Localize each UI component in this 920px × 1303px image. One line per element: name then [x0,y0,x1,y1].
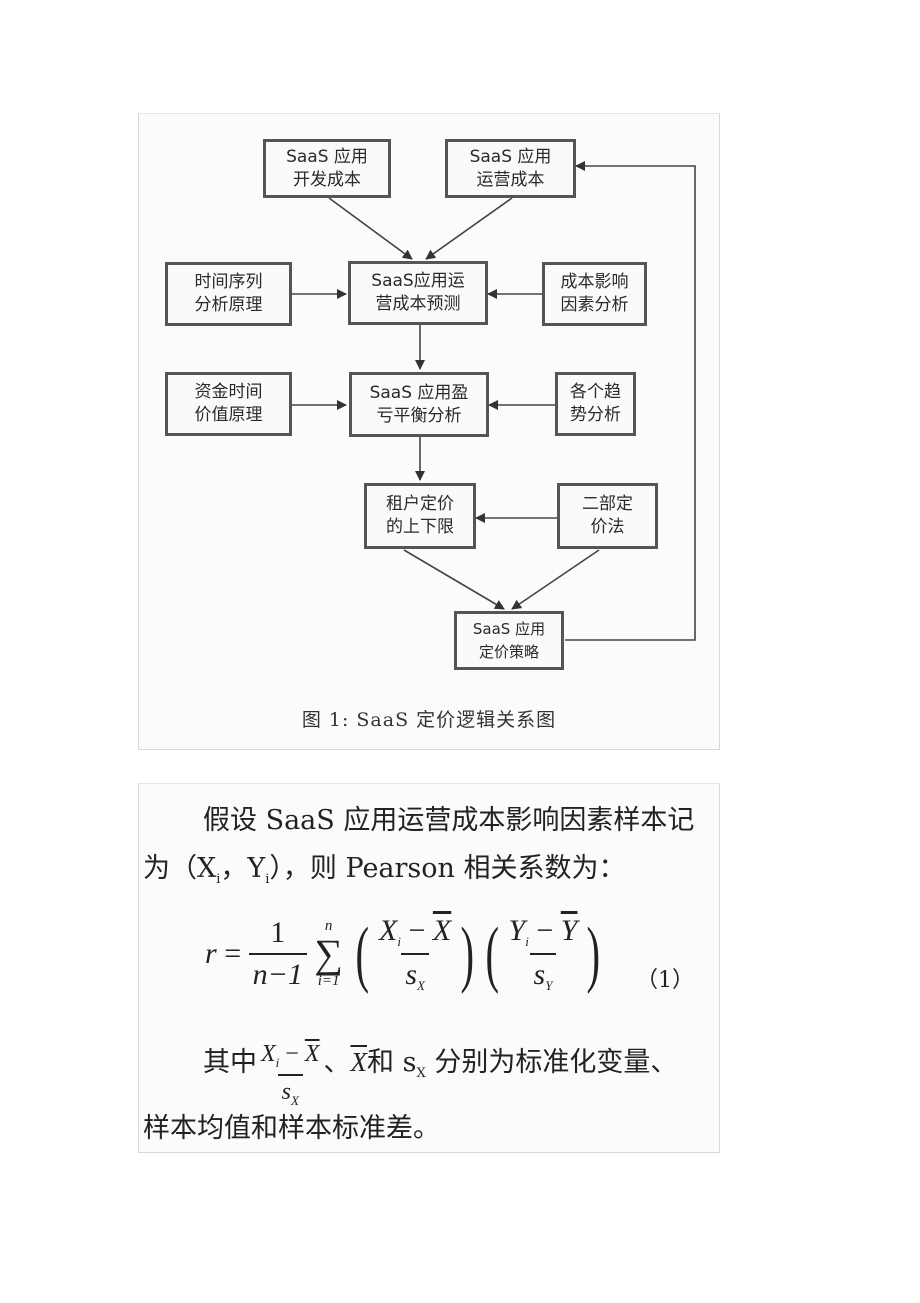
minus: − [400,914,433,947]
formula-equals: = [224,937,242,970]
x-denominator: sX [401,953,429,994]
subscript: i [397,934,401,949]
formula-coefficient: 1 n−1 [248,916,307,992]
s-var: s [281,1079,291,1105]
figure-caption: 图 1: SaaS 定价逻辑关系图 [301,709,557,731]
inline-standardized-fraction: Xi − X sX [257,1041,324,1109]
box-trends: 各个趋 势分析 [555,372,636,436]
subscript: i [275,1055,280,1070]
s-var: s [405,958,417,991]
paragraph-2-line-2: 样本均值和样本标准差。 [143,1113,440,1144]
formula-lhs: r [205,937,217,970]
subscript: X [290,1093,299,1108]
subscript: Y [545,978,553,993]
subscript: i [525,934,529,949]
arrow-dev-to-forecast [328,197,413,260]
arrow-strategy-feedback [565,161,696,641]
arrow-ops-to-forecast [425,197,513,260]
y-var: Y [508,914,526,947]
text-fragment: ），则 Pearson 相关系数为： [269,853,626,884]
sum-sign: ∑ [314,931,343,976]
y-bar: Y [560,914,578,947]
box-ops-forecast: SaaS应用运 营成本预测 [348,261,488,325]
inline-denominator: sX [277,1074,303,1109]
text-fragment: ，Y [220,853,266,884]
box-cost-factors: 成本影响 因素分析 [542,262,647,326]
minus: − [528,914,561,947]
minus: − [279,1041,305,1067]
paren-open: ( [485,913,499,995]
x-standardized: Xi − X sX [375,914,455,994]
paren-close: ) [587,913,601,995]
text-fragment: 为（X [143,853,217,884]
box-two-part: 二部定 价法 [557,483,658,549]
text-panel: 假设 SaaS 应用运营成本影响因素样本记 为（Xi，Yi），则 Pearson… [138,783,720,1153]
x-var: X [379,914,398,947]
x-numerator: Xi − X [375,914,455,953]
subscript: i [265,872,270,887]
s-var: s [533,958,546,991]
box-dev-cost: SaaS 应用 开发成本 [263,139,391,198]
subscript: i [216,872,221,887]
x-bar: X [350,1047,368,1077]
paren-close: ) [460,913,475,995]
arrow-twopart-to-strategy [511,549,600,610]
sum-lower: i=1 [317,973,340,989]
summation: n ∑ i=1 [314,919,343,989]
inline-numerator: Xi − X [257,1041,324,1074]
text-fragment: 和 s [367,1047,417,1078]
box-time-series: 时间序列 分析原理 [165,262,292,326]
text-fragment: 分别为标准化变量、 [425,1047,678,1078]
box-ops-cost: SaaS 应用 运营成本 [445,139,576,198]
box-tenant-price: 租户定价 的上下限 [364,483,476,549]
subscript: X [416,1066,426,1081]
coefficient-numerator: 1 [270,916,286,949]
pearson-formula: r = 1 n−1 n ∑ i=1 ( Xi − X sX )( Yi − Y … [205,914,606,994]
text-fragment: 、 [323,1047,351,1078]
paragraph-2-line-1: 其中 Xi − X sX 、X和 sX 分别为标准化变量、 [203,1040,677,1109]
x-bar: X [304,1041,320,1067]
coefficient-denominator: n−1 [248,953,307,992]
subscript: X [417,978,425,993]
y-numerator: Yi − Y [505,914,582,953]
arrow-tenant-to-strategy [403,549,505,610]
text-fragment: 其中 [203,1047,257,1078]
flowchart-arrows [292,161,696,641]
figure-panel: SaaS 应用 开发成本 SaaS 应用 运营成本 时间序列 分析原理 SaaS… [138,113,720,750]
x-bar: X [432,914,452,947]
paragraph-1-line-1: 假设 SaaS 应用运营成本影响因素样本记 [203,805,695,836]
paragraph-1-line-2: 为（Xi，Yi），则 Pearson 相关系数为： [143,846,626,887]
sum-upper: n [324,918,333,934]
box-pricing-strategy: SaaS 应用 定价策略 [454,611,564,670]
y-denominator: sY [529,953,557,994]
y-standardized: Yi − Y sY [505,914,582,994]
paren-open: ( [355,913,370,995]
x-var: X [261,1041,276,1067]
equation-number: （1） [636,968,694,993]
box-breakeven: SaaS 应用盈 亏平衡分析 [349,372,489,437]
box-time-value: 资金时间 价值原理 [165,372,292,436]
